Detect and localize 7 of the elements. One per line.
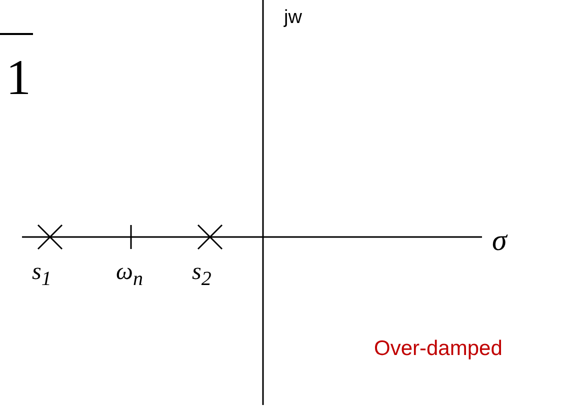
pole-label: s$_{1}$ [32,260,52,289]
frequency-label: ω$_{n}$ [116,260,143,289]
pole-label: s$_{2}$ [192,260,212,289]
fraction-numerator: 1 [6,52,31,102]
axis-label: σ [492,226,507,256]
damping-note: Over-damped [374,338,502,359]
axis-label: jw [284,8,302,27]
